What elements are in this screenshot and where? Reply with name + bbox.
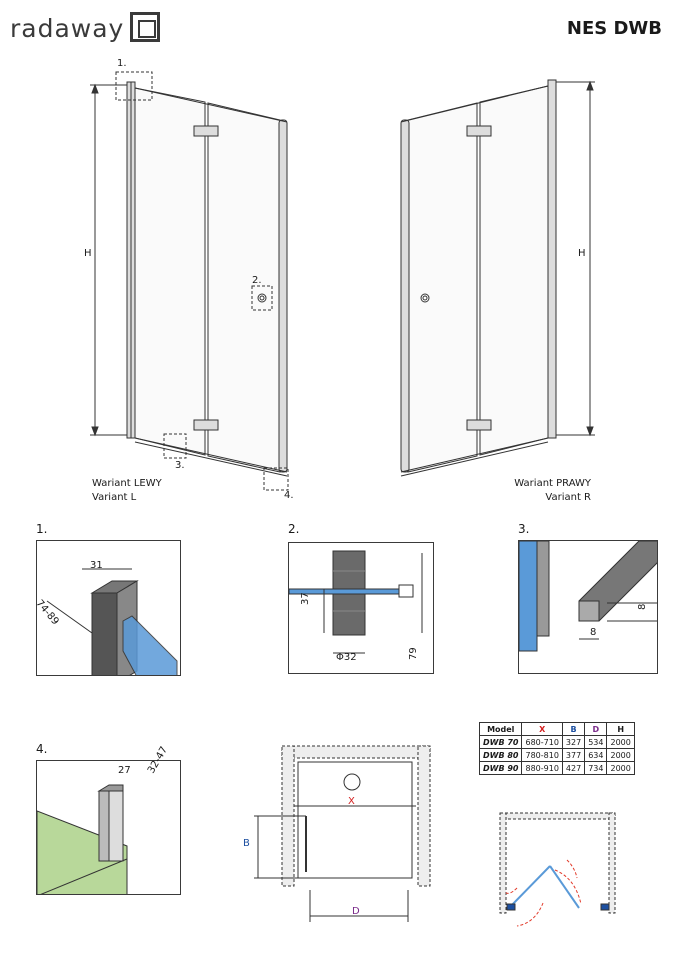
left-variant-pl: Wariant LEWY xyxy=(92,478,162,489)
right-wall-profile xyxy=(547,79,557,439)
table-row: DWB 90 880-910 427 734 2000 xyxy=(478,761,635,775)
cell-model: DWB 70 xyxy=(478,735,523,749)
detail-4-number: 4. xyxy=(36,742,48,756)
callout-box-4 xyxy=(263,467,289,491)
brand-logo-icon xyxy=(130,12,160,42)
cell-b: 327 xyxy=(561,735,586,749)
table-row: DWB 70 680-710 327 534 2000 xyxy=(478,735,635,749)
detail-2-dim-37: 37 xyxy=(300,592,311,605)
main-elevation-drawings xyxy=(90,71,595,491)
right-height-label: H xyxy=(578,248,586,259)
left-variant-en: Variant L xyxy=(92,492,137,503)
callout-box-2 xyxy=(251,285,273,311)
spec-table-header-row: Model X B D H xyxy=(478,722,635,736)
detail-4-dim-a: 27 xyxy=(118,765,131,776)
left-glass-panel-2 xyxy=(207,102,281,473)
detail-4-drawing xyxy=(37,784,128,894)
header-h: H xyxy=(606,722,635,736)
cell-b: 377 xyxy=(561,748,586,762)
cell-x: 780-810 xyxy=(521,748,563,762)
callout-box-3 xyxy=(163,433,187,459)
brand-logo-text: radaway xyxy=(10,14,125,43)
detail-1-dim-top: 31 xyxy=(90,560,103,571)
detail-2-number: 2. xyxy=(288,522,300,536)
cell-d: 534 xyxy=(584,735,608,749)
detail-1-panel xyxy=(36,540,181,676)
detail-3-dim-a: 8 xyxy=(637,603,648,610)
right-variant-en: Variant R xyxy=(545,492,591,503)
plan-b-label: B xyxy=(243,838,250,849)
callout-4-label: 4. xyxy=(284,490,294,501)
detail-3-drawing xyxy=(519,541,657,652)
cell-model: DWB 90 xyxy=(478,761,523,775)
detail-2-drawing xyxy=(289,550,423,654)
spec-table: Model X B D H DWB 70 680-710 327 534 200… xyxy=(478,722,635,775)
cell-h: 2000 xyxy=(606,761,635,775)
right-glass-panel-1 xyxy=(479,85,549,456)
cell-b: 427 xyxy=(561,761,586,775)
cell-d: 634 xyxy=(584,748,608,762)
left-height-label: H xyxy=(84,248,92,259)
cell-d: 734 xyxy=(584,761,608,775)
product-title: NES DWB xyxy=(566,18,662,39)
detail-4-panel xyxy=(36,760,181,895)
opening-diagram xyxy=(499,812,616,927)
left-top-hinge xyxy=(193,125,219,137)
table-row: DWB 80 780-810 377 634 2000 xyxy=(478,748,635,762)
detail-2-panel xyxy=(288,542,434,674)
cell-model: DWB 80 xyxy=(478,748,523,762)
plan-view-drawing xyxy=(254,745,431,922)
cell-x: 680-710 xyxy=(521,735,563,749)
detail-2-dim-79: 79 xyxy=(408,647,419,660)
header-d: D xyxy=(584,722,608,736)
detail-3-dim-b: 8 xyxy=(590,627,597,638)
detail-1-drawing xyxy=(46,568,178,675)
callout-box-1 xyxy=(115,71,153,101)
callout-3-label: 3. xyxy=(175,460,185,471)
header-b: B xyxy=(561,722,586,736)
cell-h: 2000 xyxy=(606,735,635,749)
cell-h: 2000 xyxy=(606,748,635,762)
callout-1-label: 1. xyxy=(117,58,127,69)
callout-2-label: 2. xyxy=(252,275,262,286)
plan-x-label: X xyxy=(348,796,355,807)
cell-x: 880-910 xyxy=(521,761,563,775)
detail-2-dim-phi: Φ32 xyxy=(336,652,357,663)
right-variant-pl: Wariant PRAWY xyxy=(514,478,591,489)
detail-3-panel xyxy=(518,540,658,674)
detail-3-number: 3. xyxy=(518,522,530,536)
left-bottom-hinge xyxy=(193,419,219,431)
left-glass-panel-1 xyxy=(134,87,206,456)
header-x: X xyxy=(521,722,563,736)
detail-1-number: 1. xyxy=(36,522,48,536)
right-glass-panel-2 xyxy=(407,102,478,473)
plan-d-label: D xyxy=(352,906,360,917)
header-model: Model xyxy=(478,722,523,736)
